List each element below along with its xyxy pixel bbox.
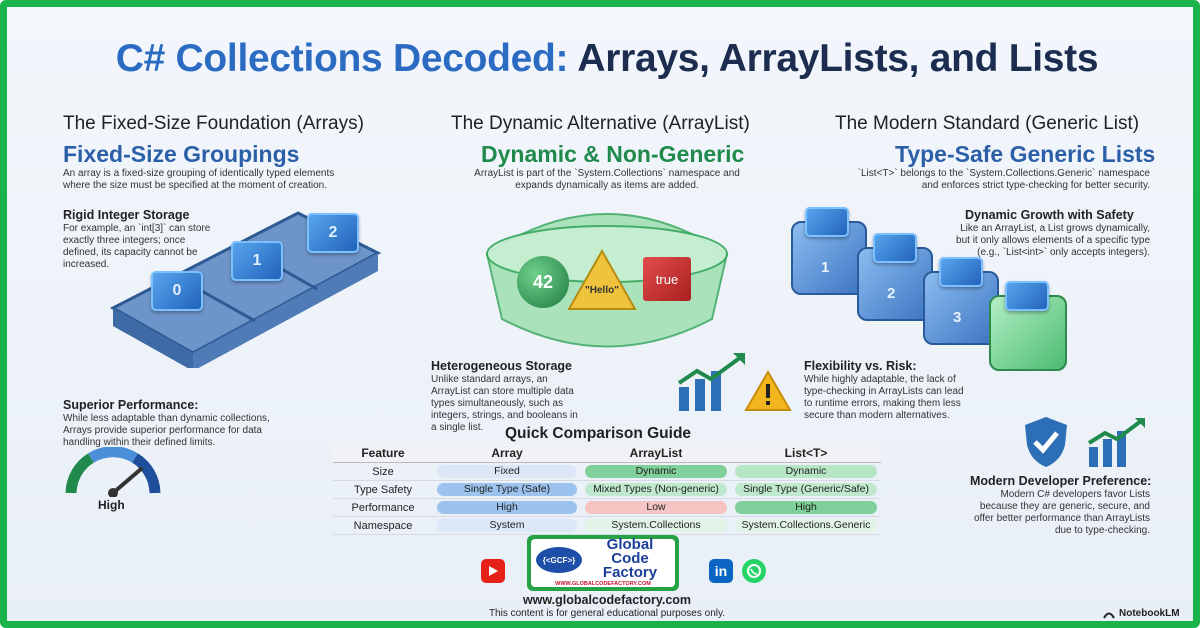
list-description: `List<T>` belongs to the `System.Collect… — [857, 168, 1150, 191]
array-cube-2: 2 — [307, 213, 359, 253]
list-cube-top-1 — [805, 207, 849, 237]
title-part-2: Arrays, ArrayLists, and Lists — [577, 37, 1099, 80]
bar-chart-icon — [1085, 417, 1149, 469]
trending-up-icon — [675, 351, 749, 413]
logo-line-2: Code — [611, 550, 649, 567]
table-cell-feature: Performance — [351, 501, 415, 514]
arrays-point-1-text: For example, an `int[3]` can store exact… — [63, 223, 211, 270]
arraylist-point-1-title: Heterogeneous Storage — [431, 359, 573, 373]
list-cube-top-3 — [939, 257, 983, 287]
arrays-point-2-title: Superior Performance: — [63, 398, 199, 412]
table-cell: System.Collections — [585, 519, 727, 532]
linkedin-icon[interactable]: in — [709, 559, 733, 583]
table-cell: Low — [585, 501, 727, 514]
shield-check-icon — [1023, 415, 1069, 469]
arrays-point-2-text: While less adaptable than dynamic collec… — [63, 413, 270, 448]
logo-line-1: Global — [606, 536, 654, 553]
table-header-array: Array — [491, 445, 523, 460]
table-header-list: List<T> — [784, 445, 828, 460]
logo-badge-text: {<GCF>} — [542, 555, 576, 565]
table-row: Size Fixed Dynamic Dynamic — [333, 463, 881, 481]
arrays-header: The Fixed-Size Foundation (Arrays) — [63, 113, 364, 134]
table-header-row: Feature Array ArrayList List<T> — [333, 443, 881, 463]
warning-icon — [743, 369, 793, 413]
gauge-label: High — [98, 498, 125, 512]
table-cell: High — [735, 501, 877, 514]
logo-url: WWW.GLOBALCODEFACTORY.COM — [555, 581, 651, 587]
table-cell-feature: Size — [372, 465, 394, 478]
comparison-title: Quick Comparison Guide — [505, 425, 692, 442]
item-number: 42 — [532, 271, 554, 292]
list-point-2-title: Modern Developer Preference: — [970, 474, 1152, 488]
list-point-1-title: Dynamic Growth with Safety — [965, 208, 1134, 222]
list-point-1-text: Like an ArrayList, a List grows dynamica… — [956, 223, 1150, 258]
list-label-3: 3 — [953, 309, 962, 326]
table-cell-feature: Namespace — [353, 519, 413, 532]
arraylist-header: The Dynamic Alternative (ArrayList) — [451, 113, 750, 134]
table-row: Namespace System System.Collections Syst… — [333, 517, 881, 535]
arrays-description: An array is a fixed-size grouping of ide… — [63, 168, 335, 191]
list-label-2: 2 — [887, 285, 896, 302]
notebooklm-icon — [1103, 612, 1115, 619]
list-illustration: 1 2 3 — [791, 201, 1091, 371]
table-row: Type Safety Single Type (Safe) Mixed Typ… — [333, 481, 881, 499]
list-point-2-text: Modern C# developers favor Lists because… — [973, 489, 1150, 536]
table-header-feature: Feature — [361, 445, 405, 460]
global-code-factory-logo: {<GCF>} Global Code Factory WWW.GLOBALCO… — [527, 535, 679, 591]
table-cell-feature: Type Safety — [353, 483, 413, 496]
arraylist-point-2-title: Flexibility vs. Risk: — [804, 359, 917, 373]
arraylist-bowl: 42 "Hello" true — [477, 199, 737, 354]
logo-line-3: Factory — [602, 564, 658, 581]
arraylist-point-1-text: Unlike standard arrays, an ArrayList can… — [431, 374, 578, 433]
logo-panel: {<GCF>} Global Code Factory WWW.GLOBALCO… — [531, 536, 675, 587]
table-cell: System.Collections.Generic — [735, 519, 877, 532]
item-boolean-square: true — [643, 257, 691, 301]
list-cube-top-4 — [1005, 281, 1049, 311]
comparison-table: Feature Array ArrayList List<T> Size Fix… — [333, 443, 881, 535]
table-row: Performance High Low High — [333, 499, 881, 517]
table-cell: Dynamic — [585, 465, 727, 478]
list-header: The Modern Standard (Generic List) — [835, 113, 1140, 134]
table-cell: High — [437, 501, 577, 514]
array-cube-0: 0 — [151, 271, 203, 311]
item-number-circle: 42 — [517, 256, 569, 308]
speedometer-icon — [63, 446, 163, 498]
item-string-triangle — [567, 249, 637, 310]
notebooklm-credit: NotebookLM — [1103, 608, 1180, 619]
credit-text: NotebookLM — [1119, 608, 1180, 619]
table-cell: Dynamic — [735, 465, 877, 478]
arrays-subtitle: Fixed-Size Groupings — [63, 141, 300, 167]
item-string: "Hello" — [585, 285, 619, 296]
logo-wordmark: Global Code Factory — [587, 536, 673, 581]
list-cube-top-2 — [873, 233, 917, 263]
arrays-point-1-title: Rigid Integer Storage — [63, 208, 190, 222]
list-subtitle: Type-Safe Generic Lists — [895, 141, 1156, 167]
page-title: C# Collections Decoded: Arrays, ArrayLis… — [7, 37, 1193, 81]
arraylist-description: ArrayList is part of the `System.Collect… — [474, 168, 740, 191]
whatsapp-icon[interactable] — [742, 559, 766, 583]
logo-badge: {<GCF>} — [536, 547, 582, 573]
item-boolean: true — [655, 271, 679, 287]
table-cell: System — [437, 519, 577, 532]
table-cell: Single Type (Safe) — [437, 483, 577, 496]
array-cube-1: 1 — [231, 241, 283, 281]
arraylist-subtitle: Dynamic & Non-Generic — [481, 141, 745, 167]
table-cell: Fixed — [437, 465, 577, 478]
table-header-arraylist: ArrayList — [629, 445, 683, 460]
youtube-icon[interactable] — [481, 559, 505, 583]
disclaimer: This content is for general educational … — [488, 608, 726, 619]
table-cell: Mixed Types (Non-generic) — [585, 483, 727, 496]
linkedin-text: in — [714, 563, 728, 579]
website-link[interactable]: www.globalcodefactory.com — [522, 593, 692, 607]
table-cell: Single Type (Generic/Safe) — [735, 483, 877, 496]
arraylist-point-2-text: While highly adaptable, the lack of type… — [804, 374, 964, 421]
title-part-1: C# Collections Decoded: — [115, 37, 569, 80]
list-label-1: 1 — [821, 259, 830, 276]
array-illustration: 0 1 2 — [103, 193, 383, 371]
